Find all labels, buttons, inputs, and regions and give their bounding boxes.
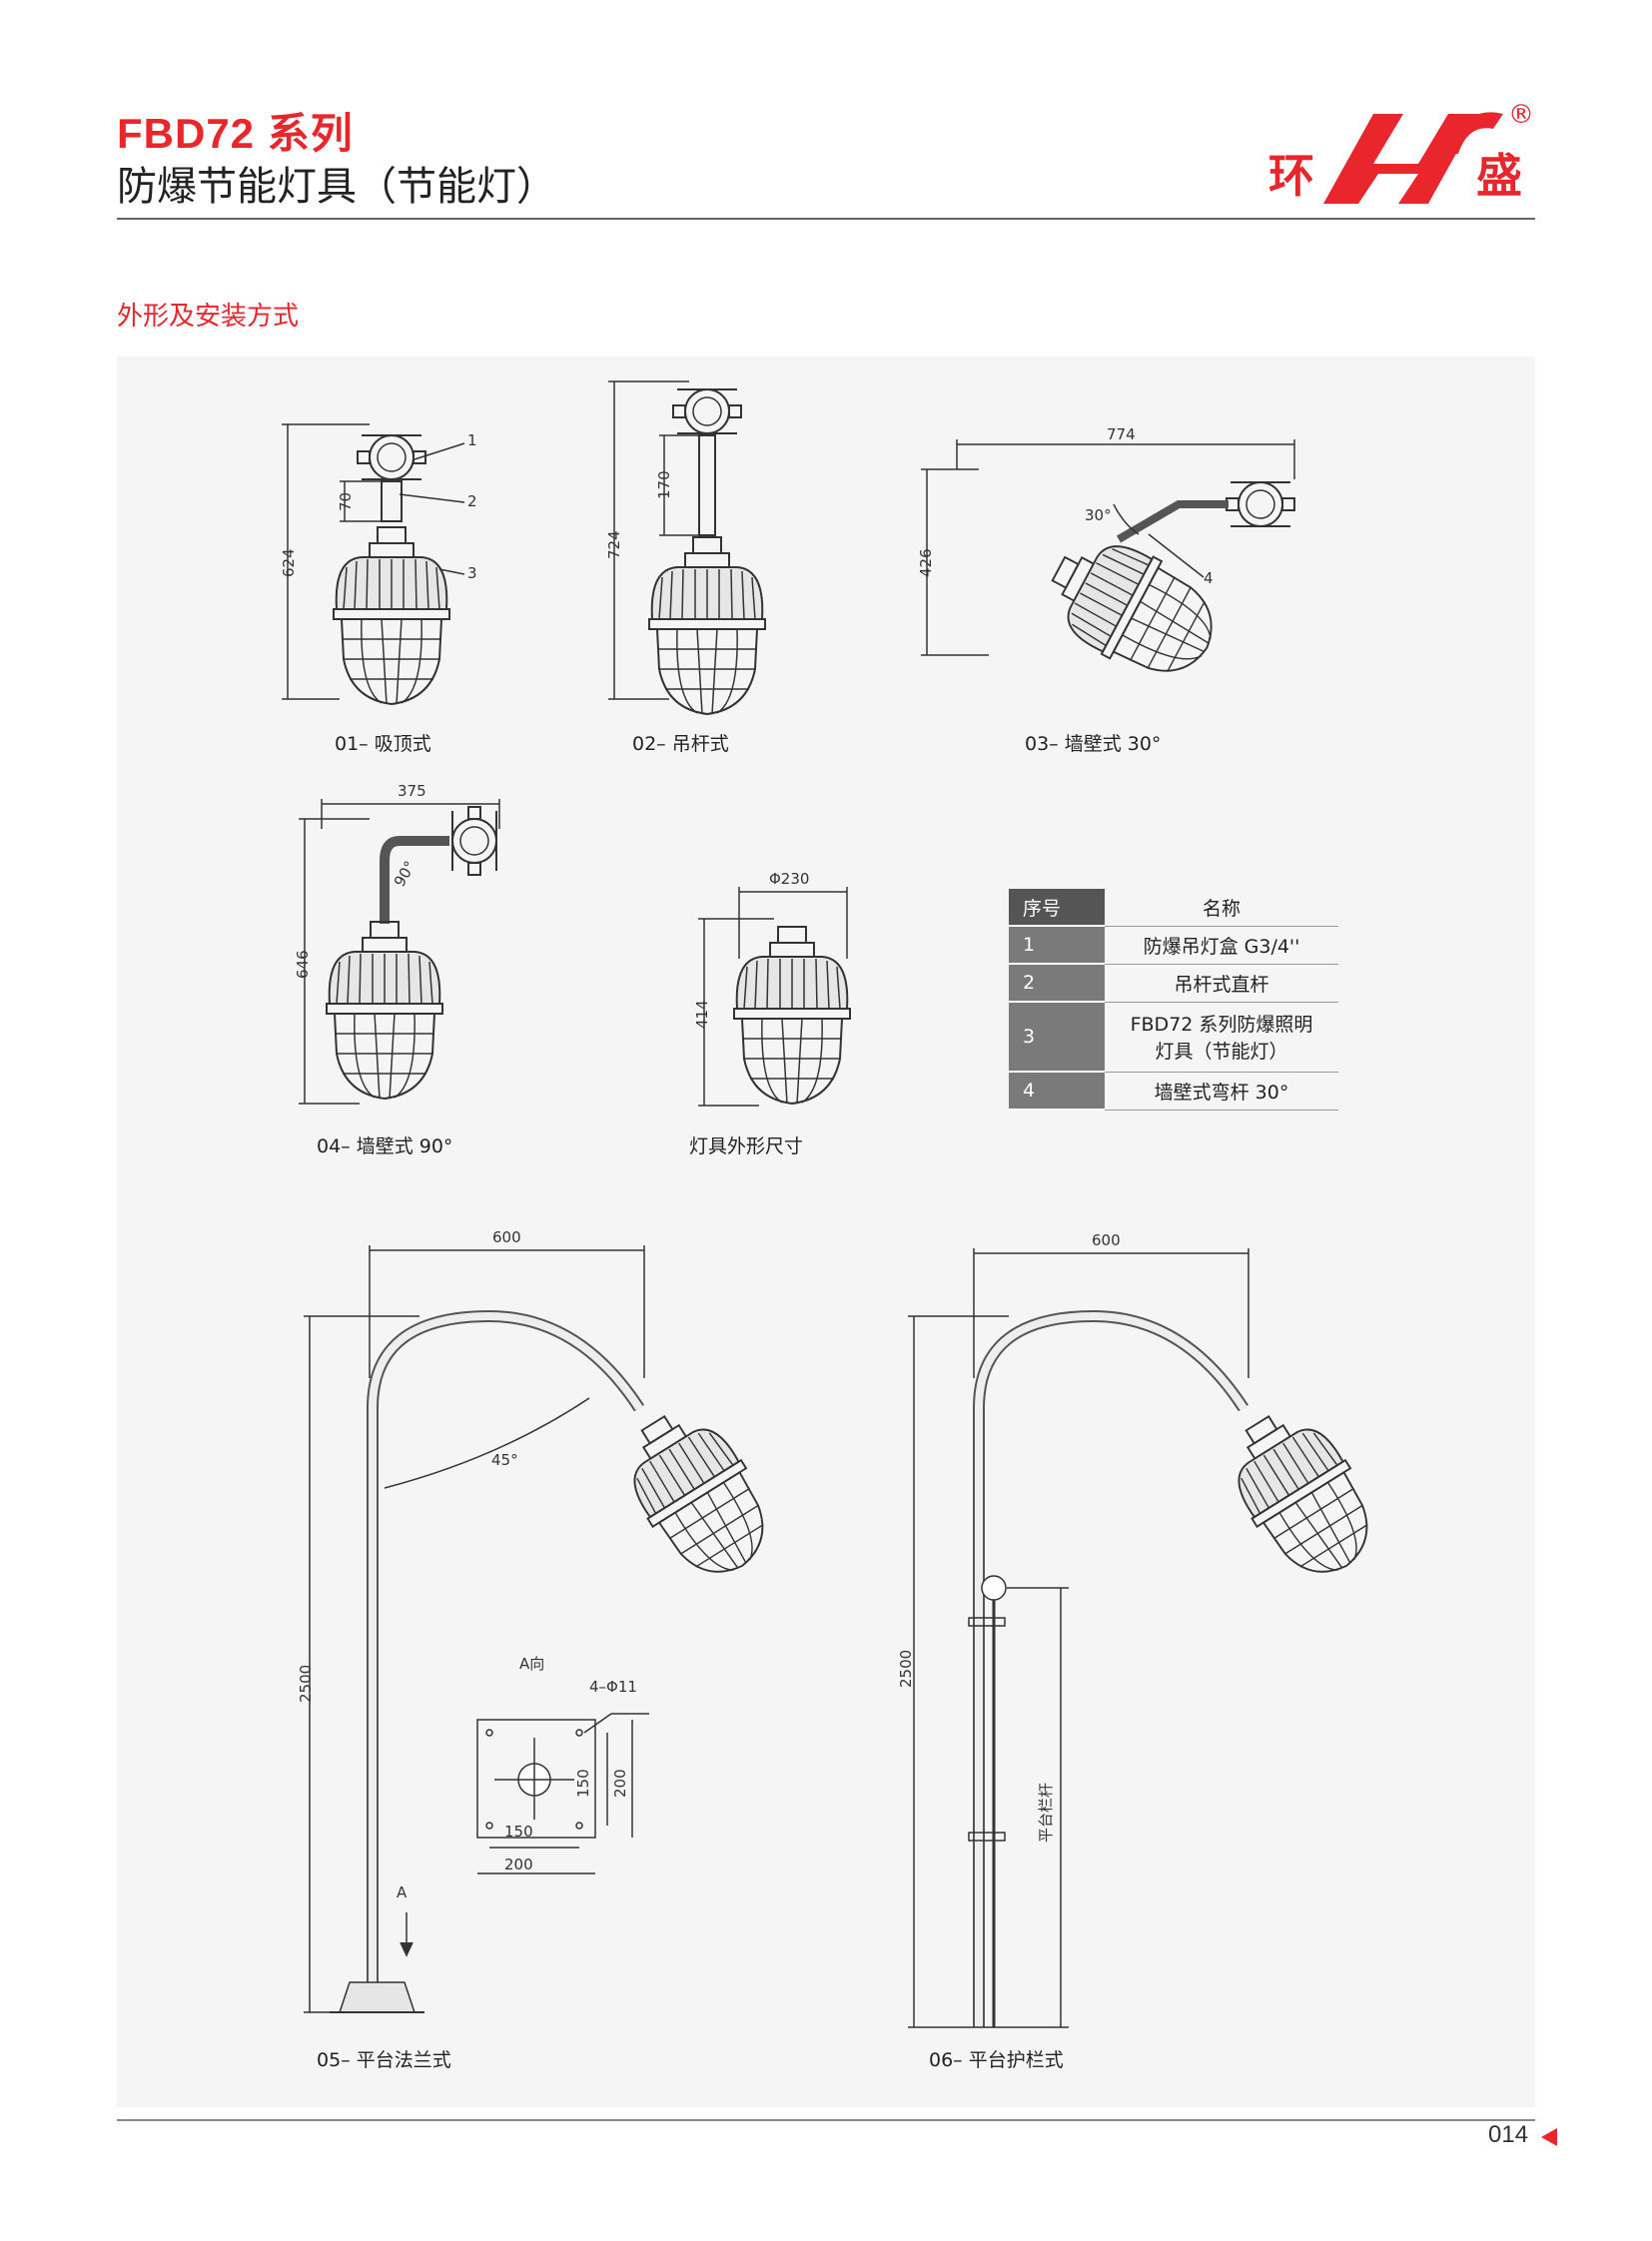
f05-dim-150-h: 150: [504, 1823, 533, 1841]
parts-table-header: 序号 名称: [1009, 889, 1338, 927]
f05-dim-200-h: 200: [504, 1856, 533, 1873]
header-rule: [117, 218, 1535, 220]
row-no: 4: [1009, 1072, 1105, 1111]
f04-dim-height: 646: [294, 950, 312, 979]
f01-caption: 01– 吸顶式: [335, 733, 431, 755]
f01-dim-stem: 70: [337, 491, 355, 511]
row-name: 防爆吊灯盒 G3/4'': [1105, 926, 1338, 965]
f05-caption: 05– 平台法兰式: [317, 2049, 451, 2071]
lamp-caption: 灯具外形尺寸: [689, 1135, 804, 1157]
f03-dim-height: 426: [917, 548, 935, 577]
series-title: FBD72 系列: [117, 110, 354, 157]
f05-dim-150-v: 150: [574, 1769, 592, 1798]
f02-caption: 02– 吊杆式: [632, 733, 729, 755]
header-name: 名称: [1105, 889, 1338, 927]
row-name: 吊杆式直杆: [1105, 964, 1338, 1003]
logo-char-right: 盛: [1476, 149, 1522, 203]
section-title: 外形及安装方式: [117, 302, 300, 332]
f03-dim-width: 774: [1107, 425, 1136, 443]
f03-callout-4: 4: [1204, 569, 1214, 587]
f06-dim-height: 2500: [897, 1649, 915, 1688]
row-no: 1: [1009, 926, 1105, 965]
footer-rule: [117, 2119, 1535, 2121]
f05-dim-height: 2500: [297, 1664, 315, 1703]
f01-dim-height: 624: [280, 548, 298, 577]
f03-angle: 30°: [1085, 506, 1112, 524]
f05-dim-width: 600: [492, 1228, 521, 1246]
f05-hole-label: 4–Φ11: [589, 1678, 637, 1696]
drawing-panel: [117, 357, 1535, 2107]
registered-mark: ®: [1508, 100, 1534, 130]
parts-table: 序号 名称 1 防爆吊灯盒 G3/4'' 2 吊杆式直杆 3 FBD72 系列防…: [1009, 889, 1338, 1111]
header-no: 序号: [1009, 889, 1105, 927]
f01-callout-1: 1: [467, 431, 477, 449]
f05-angle: 45°: [491, 1451, 518, 1469]
f02-dim-height: 724: [605, 530, 623, 559]
row-name: 墙壁式弯杆 30°: [1105, 1072, 1338, 1111]
table-row: 2 吊杆式直杆: [1009, 964, 1338, 1003]
logo-char-left: 环: [1268, 149, 1314, 203]
table-row: 1 防爆吊灯盒 G3/4'': [1009, 926, 1338, 965]
row-name-line1: FBD72 系列防爆照明: [1130, 1014, 1313, 1036]
product-title: 防爆节能灯具（节能灯）: [117, 164, 556, 210]
f06-rail-label: 平台栏杆: [1037, 1782, 1055, 1843]
brand-logo: [1253, 94, 1543, 214]
f02-dim-stem: 170: [655, 470, 673, 499]
f06-dim-width: 600: [1092, 1231, 1121, 1249]
f01-callout-2: 2: [467, 492, 477, 510]
f01-callout-3: 3: [467, 564, 477, 582]
f05-view-label: A向: [519, 1655, 545, 1673]
f04-dim-width: 375: [398, 782, 426, 800]
row-name-line2: 灯具（节能灯）: [1155, 1041, 1288, 1063]
row-no: 3: [1009, 1002, 1105, 1073]
page-number: 014: [1488, 2121, 1529, 2148]
f06-caption: 06– 平台护栏式: [929, 2049, 1064, 2071]
table-row: 4 墙壁式弯杆 30°: [1009, 1072, 1338, 1111]
lamp-dim-diameter: Φ230: [769, 870, 810, 888]
row-name: FBD72 系列防爆照明 灯具（节能灯）: [1105, 1002, 1338, 1073]
f05-dim-200-v: 200: [611, 1769, 629, 1798]
f05-arrow-label: A: [397, 1883, 408, 1901]
page-marker-icon: [1541, 2128, 1557, 2146]
table-row: 3 FBD72 系列防爆照明 灯具（节能灯）: [1009, 1002, 1338, 1073]
f04-caption: 04– 墙壁式 90°: [317, 1135, 453, 1157]
row-no: 2: [1009, 964, 1105, 1003]
f03-caption: 03– 墙壁式 30°: [1025, 733, 1162, 755]
lamp-dim-height: 414: [693, 1000, 711, 1029]
